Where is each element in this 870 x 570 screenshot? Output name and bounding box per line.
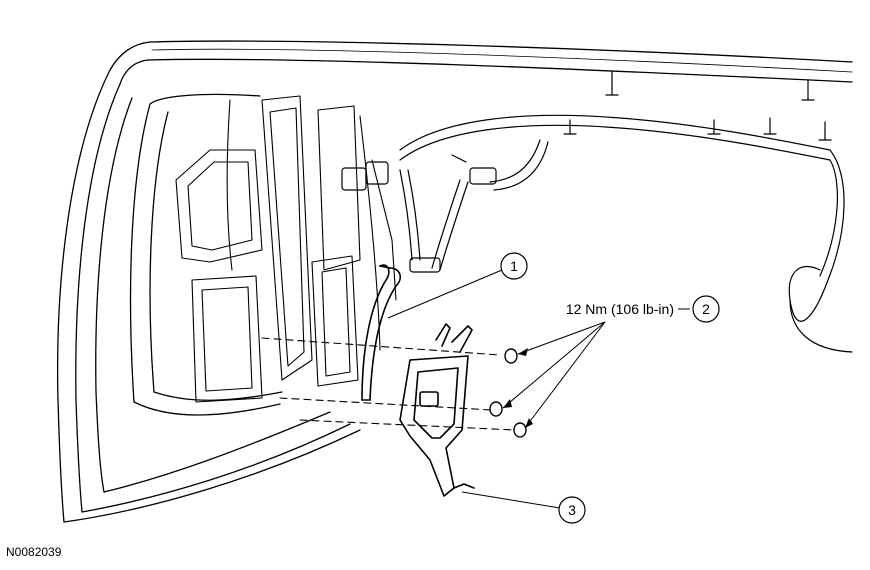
hose-part	[361, 264, 402, 401]
panel-outline	[57, 40, 853, 523]
callout-2: 2	[692, 295, 720, 323]
callout-1: 1	[500, 252, 528, 280]
callout-1-number: 1	[510, 258, 518, 274]
nuts-part	[489, 348, 527, 438]
leader-lines	[387, 269, 690, 509]
callout-2-number: 2	[702, 301, 710, 317]
torque-spec-label: 12 Nm (106 lb-in)	[566, 301, 674, 317]
figure-id-label: N0082039	[6, 545, 62, 559]
callout-3-number: 3	[568, 502, 576, 518]
inner-structure	[175, 95, 516, 431]
bracket-part	[399, 323, 475, 497]
callout-3: 3	[558, 496, 586, 524]
leader-arrowheads	[503, 348, 533, 428]
wiring-harness	[341, 71, 853, 353]
